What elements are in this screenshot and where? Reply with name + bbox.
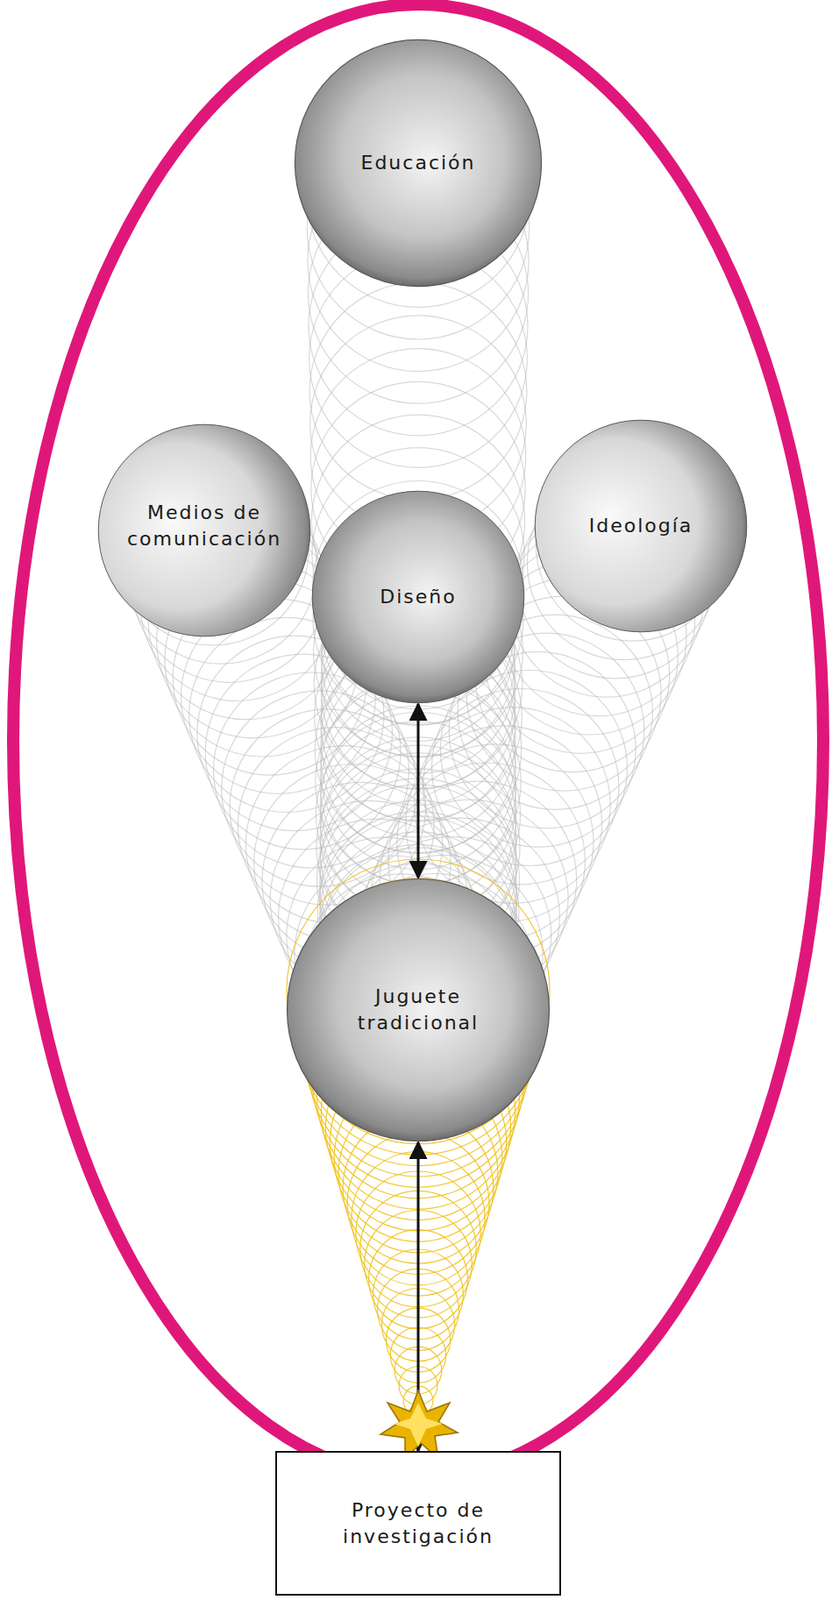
node-label: Medios de comunicación — [127, 499, 282, 552]
node-label: Proyecto de investigación — [342, 1497, 494, 1550]
text-stack: Medios de comunicación — [127, 508, 282, 552]
text-stack: Educación — [361, 149, 477, 177]
sphere-node: Educación — [293, 38, 543, 288]
trail-ring — [432, 670, 628, 867]
text-stack: Diseño — [379, 583, 456, 611]
double-arrow — [417, 703, 420, 878]
sphere-node: Juguete tradicional — [285, 877, 551, 1143]
gold-star-highlight — [393, 1402, 443, 1447]
gold-star — [380, 1390, 458, 1459]
project-box: Proyecto de investigación — [275, 1450, 562, 1596]
node-label: Ideología — [589, 512, 694, 540]
text-stack: Ideología — [589, 512, 694, 540]
sphere-node: Medios de comunicación — [97, 423, 312, 638]
text-stack: Proyecto de investigación — [342, 1497, 494, 1550]
node-label: Diseño — [379, 583, 456, 611]
sphere-node: Diseño — [311, 490, 526, 704]
text-stack: Juguete tradicional — [357, 983, 479, 1036]
enclosing-ellipse — [13, 4, 824, 1478]
node-label: Educación — [361, 149, 477, 177]
sphere-node: Ideología — [533, 419, 748, 633]
sphere-shape — [285, 877, 551, 1143]
double-arrow — [417, 1142, 420, 1451]
node-label: Juguete tradicional — [357, 983, 479, 1036]
